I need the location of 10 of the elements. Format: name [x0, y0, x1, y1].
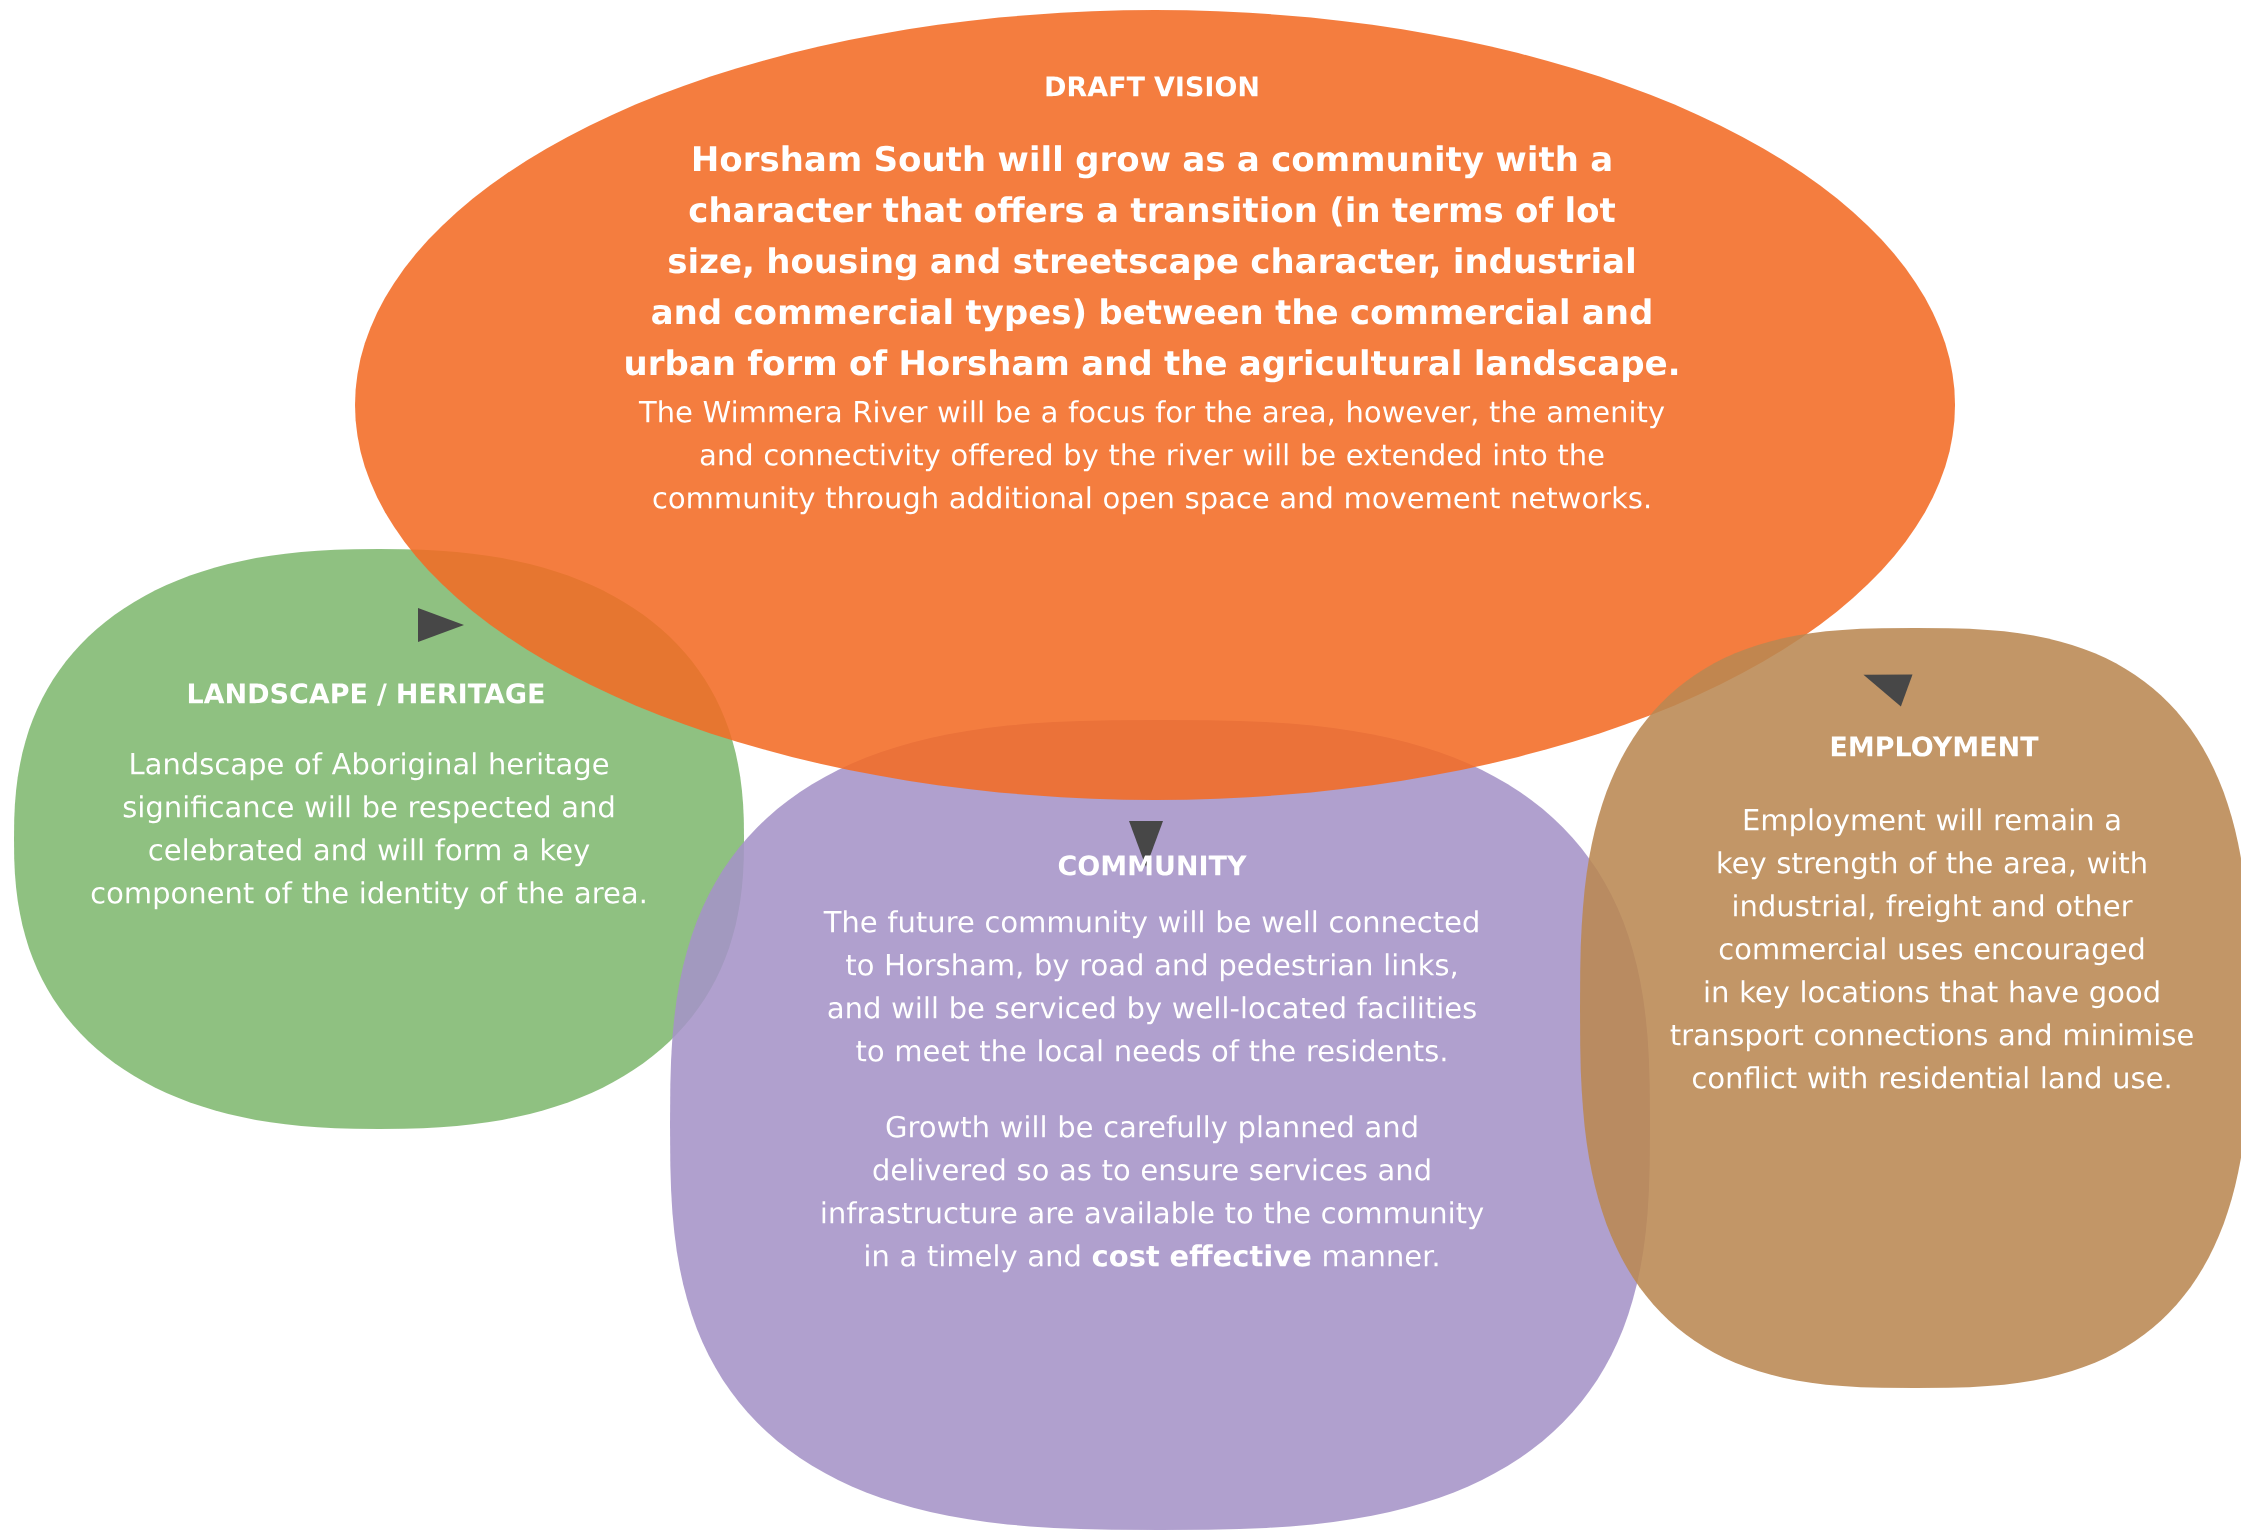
lead-text: Horsham South will grow as a community with a character that offers a transition (in terms of lot size, housing and streetscape character, industrial and commercial types) between the commercial and urban form of Horsham and the agricultural landscape. [626, 145, 1678, 383]
heading: LANDSCAPE / HERITAGE [188, 683, 544, 706]
body-text: The Wimmera River will be a focus for the area, however, the amenity and connectivity offered by the river will be extended into the community through additional open space and movement networks. [638, 400, 1665, 515]
heading: COMMUNITY [1058, 855, 1247, 876]
heading: EMPLOYMENT [1831, 736, 2039, 757]
body-text: Growth will be carefully planned and delivered so as to ensure services and infrastructure are available to the community in a timely and cost effective manner. [822, 1115, 1484, 1273]
body-text: Employment will remain a key strength of the area, with industrial, freight and other commercial uses encouraged in key locations that have good transport connections and minimise conflict with residential land use. [1670, 808, 2193, 1089]
body-text: The future community will be well connected to Horsham, by road and pedestrian links, and will be serviced by well-located facilities to meet the local needs of the residents. [823, 910, 1478, 1062]
heading: DRAFT VISION [1046, 76, 1258, 97]
body-text: Landscape of Aboriginal heritage significance will be respected and celebrated and will form a key component of the identity of the area. [91, 752, 645, 910]
